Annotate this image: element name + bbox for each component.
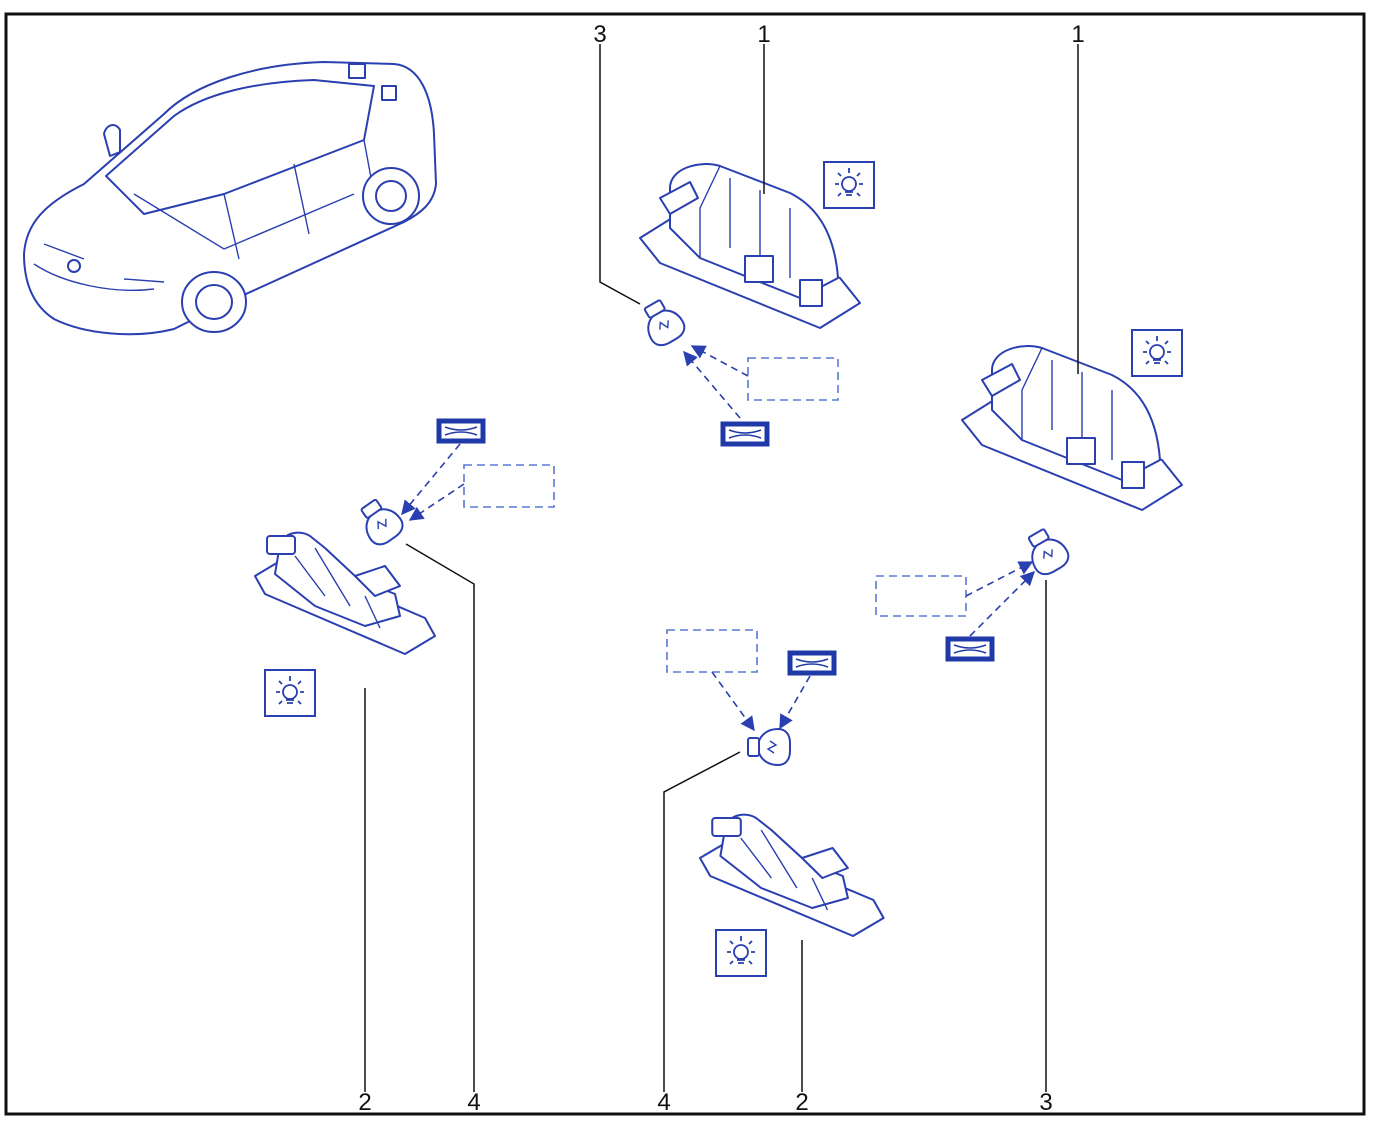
callout-4-center: 4 [657, 1089, 670, 1116]
bulb-icon [635, 294, 690, 351]
callout-4-left: 4 [467, 1089, 480, 1116]
leader-lines [364, 44, 1079, 1092]
lamp-symbol-icon [823, 161, 875, 209]
car-icon [23, 61, 437, 336]
part-tag-icon [723, 424, 767, 444]
placeholder-box-icon [875, 575, 967, 617]
callout-1-top: 1 [757, 21, 770, 48]
lamp-symbol-icon [264, 669, 316, 717]
bulb-icon [1019, 523, 1074, 580]
part-tag-icon [439, 421, 483, 441]
part-tag-icon [790, 653, 834, 673]
bulb-icon [352, 493, 409, 551]
lamp-symbol-icon [715, 929, 767, 977]
part-tag-icon [948, 639, 992, 659]
bulb-icon [747, 728, 791, 766]
callout-1-right: 1 [1071, 21, 1084, 48]
lamp-housing-icon [254, 531, 436, 655]
assembly-arrows [401, 345, 1036, 732]
lamp-symbol-icon [1131, 329, 1183, 377]
placeholder-box-icon [463, 464, 555, 508]
lamp-housing-icon [698, 813, 885, 938]
placeholder-box-icon [747, 357, 839, 401]
callout-3-top: 3 [593, 21, 606, 48]
callout-2-center: 2 [795, 1089, 808, 1116]
diagram-frame [4, 12, 1366, 1116]
callout-2-left: 2 [358, 1089, 371, 1116]
placeholder-box-icon [666, 629, 758, 673]
callout-3-right: 3 [1039, 1089, 1052, 1116]
